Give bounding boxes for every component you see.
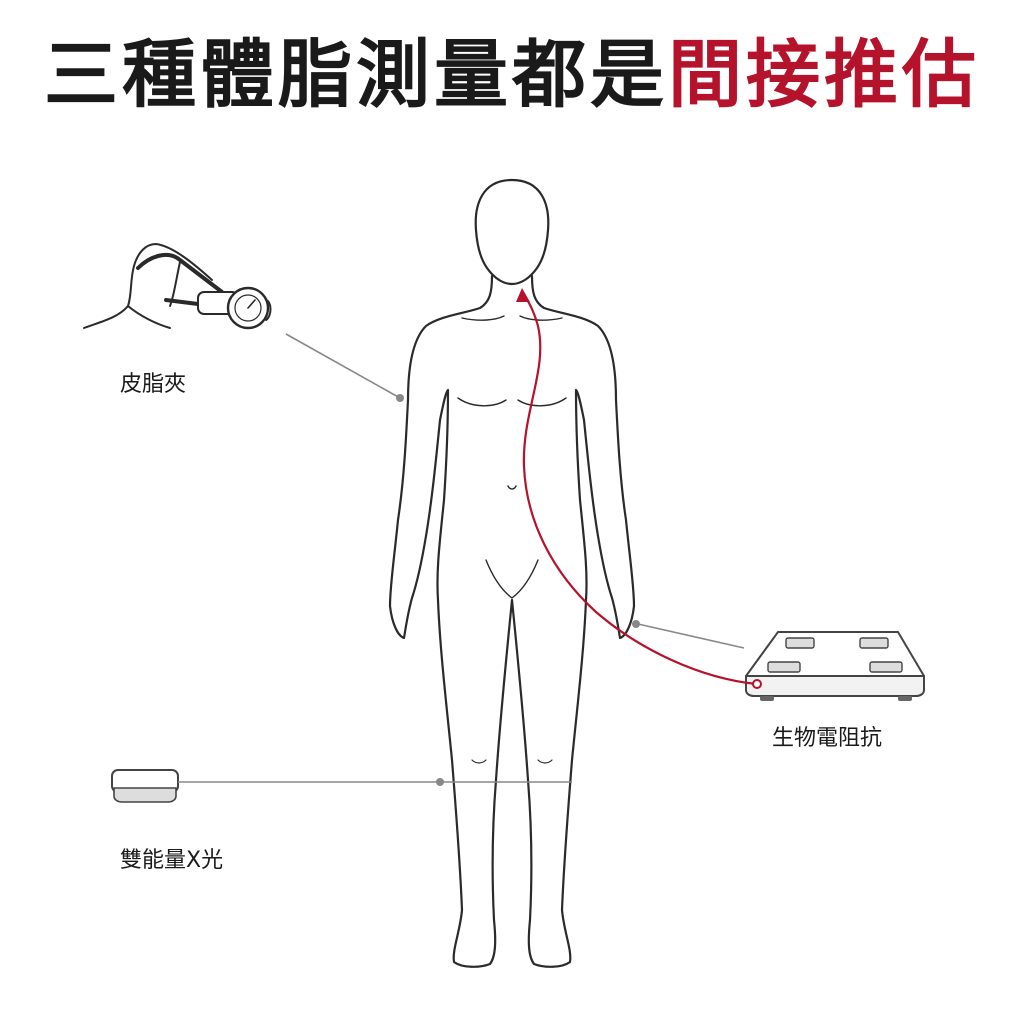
label-dexa: 雙能量X光 <box>120 848 224 873</box>
connectors <box>178 333 745 786</box>
label-bia: 生物電阻抗 <box>772 726 883 751</box>
title-prefix: 三種體脂測量都是 <box>44 32 668 118</box>
arrow-head-icon <box>516 288 530 302</box>
dexa-illustration <box>111 769 179 803</box>
caliper-connector <box>285 333 401 399</box>
head-outline <box>474 178 550 286</box>
human-figure <box>388 178 636 968</box>
page-title: 三種體脂測量都是間接推估 <box>0 38 1024 112</box>
bia-connector <box>637 623 745 649</box>
current-path <box>516 288 762 689</box>
label-caliper: 皮脂夾 <box>120 372 187 397</box>
body-outline <box>388 274 636 968</box>
title-highlight: 間接推估 <box>668 32 980 118</box>
caliper-illustration <box>83 243 272 330</box>
scale-illustration <box>745 631 925 701</box>
